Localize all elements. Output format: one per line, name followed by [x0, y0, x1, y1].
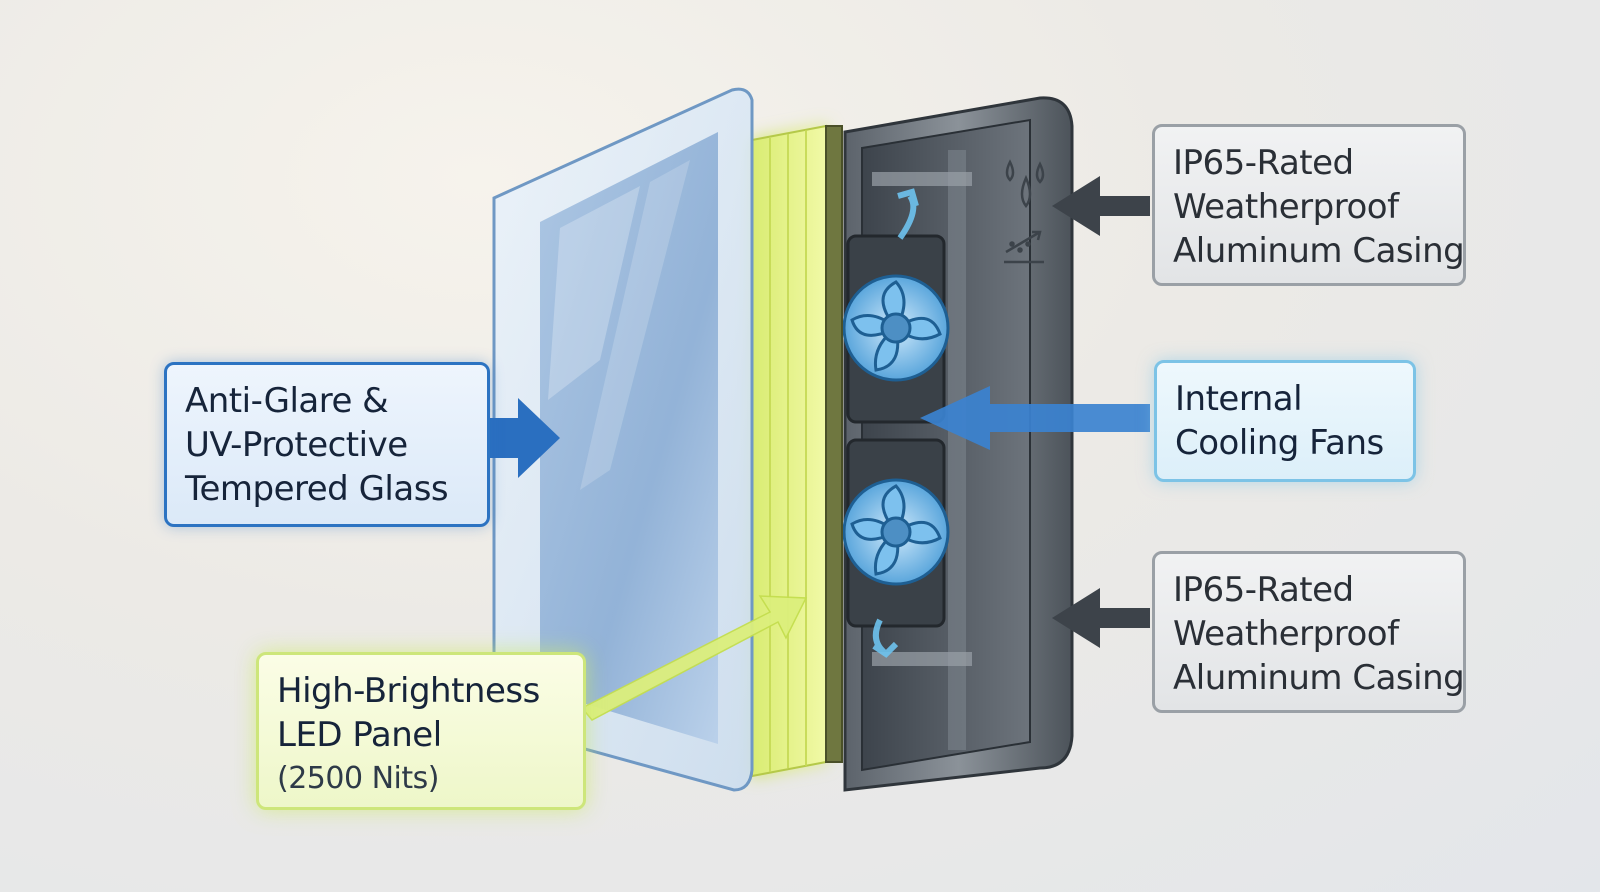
- casing-bottom-arrow: [1052, 588, 1150, 648]
- casing-top-arrow: [1052, 176, 1150, 236]
- airflow-arrow-icon: [872, 188, 919, 658]
- label-line: IP65-Rated: [1173, 570, 1354, 610]
- label-line: Anti-Glare &: [185, 381, 389, 421]
- cooling-fan-top: [842, 234, 950, 424]
- label-led-panel: High-Brightness LED Panel (2500 Nits): [256, 652, 586, 810]
- label-casing-bottom: IP65-Rated Weatherproof Aluminum Casing: [1152, 551, 1466, 713]
- label-line: Weatherproof: [1173, 614, 1399, 654]
- label-line: Weatherproof: [1173, 187, 1399, 227]
- water-drops-icon: [1005, 159, 1045, 209]
- label-line: Aluminum Casing: [1173, 231, 1465, 271]
- label-line: IP65-Rated: [1173, 143, 1354, 183]
- label-line: High-Brightness: [277, 671, 540, 711]
- label-line: LED Panel: [277, 715, 442, 755]
- led-grid: [769, 130, 807, 772]
- label-line: Cooling Fans: [1175, 423, 1384, 463]
- dust-protection-icon: [1004, 230, 1044, 264]
- label-line: UV-Protective: [185, 425, 408, 465]
- led-panel-frame: [825, 125, 843, 763]
- label-line: Internal: [1175, 379, 1303, 419]
- label-line: Tempered Glass: [185, 469, 449, 509]
- label-cooling-fans: Internal Cooling Fans: [1154, 360, 1416, 482]
- led-arrow: [580, 595, 808, 721]
- label-line: Aluminum Casing: [1173, 658, 1465, 698]
- fans-arrow: [920, 386, 1150, 450]
- tempered-glass-pane: [492, 87, 754, 792]
- label-subtext: (2500 Nits): [277, 761, 439, 796]
- cooling-fan-bottom: [842, 438, 950, 628]
- label-casing-top: IP65-Rated Weatherproof Aluminum Casing: [1152, 124, 1466, 286]
- label-tempered-glass: Anti-Glare & UV-Protective Tempered Glas…: [164, 362, 490, 527]
